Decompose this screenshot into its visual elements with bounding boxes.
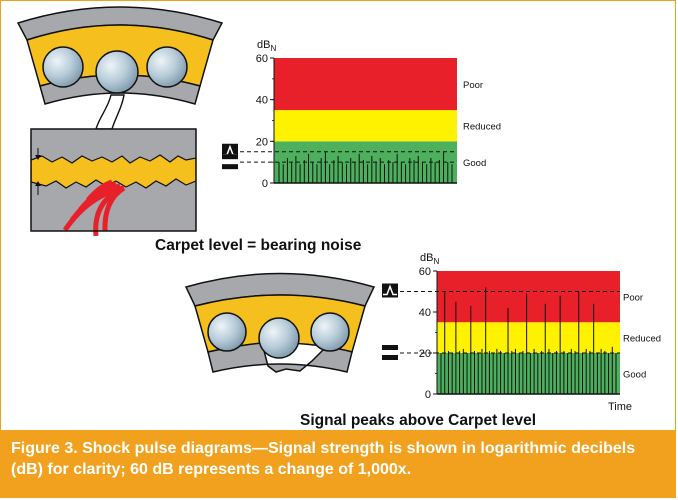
carpet-level-icon-bar — [382, 355, 398, 360]
y-tick-label: 40 — [419, 307, 431, 319]
y-axis-label: dBN — [257, 39, 276, 53]
zone-label-poor: Poor — [623, 293, 643, 304]
y-tick-label: 0 — [262, 178, 268, 190]
zone-label-good: Good — [623, 370, 646, 381]
y-tick-label: 20 — [256, 136, 268, 148]
zone-poor — [437, 271, 620, 323]
figure-artwork: Carpet level = bearing noise 60 40 20 0 dBN G… — [16, 6, 661, 429]
zone-label-poor: Poor — [463, 80, 483, 91]
bearing-illustration-bottom — [184, 272, 376, 373]
top-diagram-title: Carpet level = bearing noise — [155, 237, 362, 254]
zone-good — [437, 353, 620, 394]
pulse-symbol-icon — [383, 284, 397, 296]
y-tick-label: 60 — [419, 266, 431, 278]
zone-label-good: Good — [463, 158, 486, 169]
top-chart: 60 40 20 0 dBN Good Reduced Poor — [222, 39, 501, 190]
zone-poor — [274, 58, 457, 111]
surface-magnification — [30, 128, 197, 237]
zone-label-reduced: Reduced — [463, 122, 501, 133]
y-tick-label: 0 — [425, 389, 431, 401]
bottom-diagram-title: Signal peaks above Carpet level — [300, 412, 536, 429]
zone-reduced — [274, 110, 457, 142]
carpet-level-icon — [222, 154, 238, 160]
x-axis-label: Time — [608, 401, 632, 413]
carpet-level-icon-bar — [222, 164, 238, 170]
y-tick-label: 40 — [256, 95, 268, 107]
figure-caption: Figure 3. Shock pulse diagrams—Signal st… — [1, 430, 675, 497]
zone-reduced — [437, 322, 620, 353]
y-tick-label: 20 — [419, 348, 431, 360]
y-axis-label: dBN — [420, 252, 439, 266]
zone-label-reduced: Reduced — [623, 334, 661, 345]
carpet-level-icon — [382, 345, 398, 350]
bearing-illustration-top — [16, 6, 224, 130]
y-tick-label: 60 — [256, 53, 268, 65]
